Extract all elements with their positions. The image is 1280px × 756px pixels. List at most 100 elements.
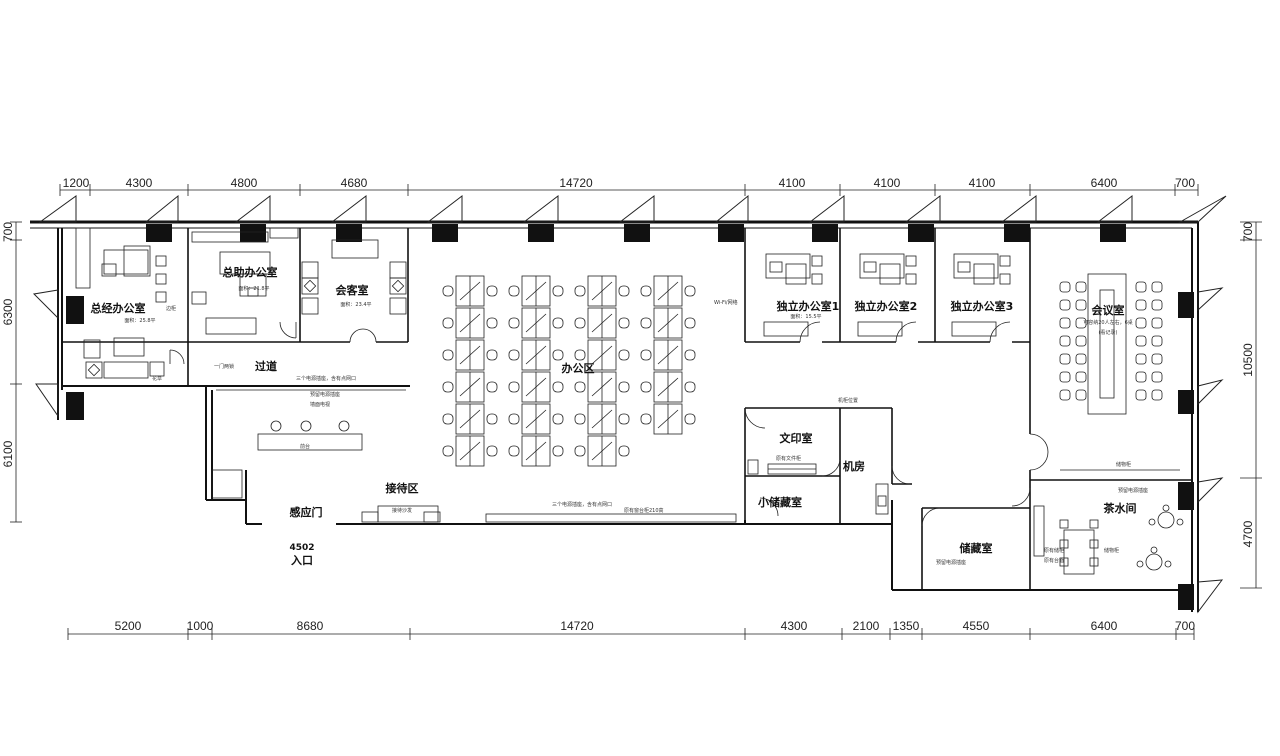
- server-rack: [875, 483, 889, 515]
- workstation-chair: [618, 285, 630, 297]
- workstation-chair: [684, 413, 696, 425]
- meeting-chair: [1135, 299, 1147, 311]
- top-dim-1: 1200: [63, 176, 90, 190]
- right-dimension-line: 700 10500 4700: [1240, 221, 1262, 589]
- private-office-furniture: [763, 253, 1011, 337]
- top-dim-7: 4100: [874, 176, 901, 190]
- note-side-cabinet: 边柜: [166, 305, 176, 312]
- workstation-chair: [442, 317, 454, 329]
- meeting-chair: [1135, 389, 1147, 401]
- note-bar: 前台: [300, 443, 310, 450]
- meeting-room-note-2: (看记录): [1099, 329, 1118, 336]
- interior-walls: [62, 228, 1192, 590]
- note-machine: 机柜位置: [838, 397, 858, 404]
- left-dimension-line: 700 6300 6100: [1, 221, 22, 523]
- workstation-chair: [574, 317, 586, 329]
- workstation-chair: [618, 445, 630, 457]
- meeting-chair: [1059, 353, 1071, 365]
- meeting-chair: [1059, 317, 1071, 329]
- workstation-chair: [640, 349, 652, 361]
- note-tea-1: 原有储柜: [1044, 547, 1064, 554]
- workstation-chair: [574, 445, 586, 457]
- meeting-chair: [1059, 281, 1071, 293]
- workstation-chair: [508, 349, 520, 361]
- bottom-dim-8: 4550: [963, 619, 990, 633]
- workstation-chair: [552, 317, 564, 329]
- note-tea-sink: 原有台面: [1044, 557, 1064, 564]
- meeting-chair: [1075, 317, 1087, 329]
- meeting-table: [1059, 273, 1163, 415]
- note-tea-3: 储物柜: [1116, 461, 1131, 468]
- top-dim-9: 6400: [1091, 176, 1118, 190]
- bottom-dim-3: 8680: [297, 619, 324, 633]
- tea-room-label: 茶水间: [1103, 501, 1137, 515]
- note-wall-tv: 墙面电视: [310, 401, 330, 408]
- meeting-chair: [1059, 371, 1071, 383]
- workstation-chair: [640, 317, 652, 329]
- workstation-chair: [486, 413, 498, 425]
- note-window-desk: 原有窗台柜210高: [624, 507, 664, 514]
- room-labels: 总经办公室 面积：25.8平 总助办公室 面积：21.8平 会客室 面积：23.…: [91, 265, 1137, 567]
- note-plants: 花草: [152, 375, 162, 382]
- workstation-chair: [508, 445, 520, 457]
- workstation-chair: [552, 285, 564, 297]
- workstation-chair: [486, 445, 498, 457]
- top-dim-2: 4300: [126, 176, 153, 190]
- guest-room-label: 会客室: [336, 283, 369, 297]
- private-office-1-area: 面积：15.5平: [790, 313, 821, 320]
- top-dim-10: 700: [1175, 176, 1195, 190]
- right-dim-2: 10500: [1241, 343, 1255, 377]
- gm-office-area: 面积：25.8平: [124, 317, 155, 324]
- meeting-chair: [1059, 389, 1071, 401]
- print-room-furniture: [747, 459, 817, 475]
- meeting-chair: [1075, 281, 1087, 293]
- top-dim-3: 4800: [231, 176, 258, 190]
- workstation-chair: [442, 413, 454, 425]
- finance-office-label: 总助办公室: [223, 265, 278, 279]
- note-tea-2: 储物柜: [1104, 547, 1119, 554]
- guest-room-area: 面积：23.4平: [340, 301, 371, 308]
- workstation-chair: [574, 285, 586, 297]
- reception-label: 接待区: [386, 481, 419, 495]
- meeting-chair: [1075, 371, 1087, 383]
- workstation-chair: [684, 349, 696, 361]
- meeting-chair: [1151, 353, 1163, 365]
- left-dim-1: 700: [1, 222, 15, 242]
- right-dim-1: 700: [1241, 222, 1255, 242]
- top-dim-4: 4680: [341, 176, 368, 190]
- workstation-chair: [684, 317, 696, 329]
- finance-office-area: 面积：21.8平: [238, 285, 269, 292]
- note-file-cabinet: 原有文件柜: [776, 455, 801, 462]
- note-tea-power: Wi-Fi/网络: [714, 299, 738, 306]
- meeting-chair: [1075, 299, 1087, 311]
- meeting-chair: [1135, 335, 1147, 347]
- meeting-chair: [1151, 317, 1163, 329]
- workstation-chair: [552, 445, 564, 457]
- workstation-chair: [574, 349, 586, 361]
- workstation-chair: [640, 413, 652, 425]
- workstation-chair: [442, 285, 454, 297]
- tea-room-furniture: [1033, 469, 1184, 575]
- note-door: 一门两锁: [214, 363, 234, 370]
- entrance-number: 4502: [289, 543, 314, 553]
- meeting-chair: [1151, 371, 1163, 383]
- meeting-chair: [1075, 335, 1087, 347]
- workstation-chair: [486, 381, 498, 393]
- corridor-label: 过道: [255, 359, 277, 373]
- gm-office-furniture: [75, 227, 167, 379]
- meeting-chair: [1151, 281, 1163, 293]
- workstation-chair: [508, 285, 520, 297]
- side-windows: [32, 287, 1224, 614]
- note-tea-4: 预留电源插座: [1118, 487, 1148, 494]
- top-dim-5: 14720: [559, 176, 593, 190]
- bottom-dim-6: 2100: [853, 619, 880, 633]
- workstation-chair: [486, 349, 498, 361]
- bottom-dim-5: 4300: [781, 619, 808, 633]
- workstation-chair: [552, 349, 564, 361]
- note-three-power-2: 三个电源插座，含有点网口: [552, 501, 612, 508]
- workstation-chair: [640, 285, 652, 297]
- workstation-chair: [442, 381, 454, 393]
- private-office-1-label: 独立办公室1: [776, 299, 840, 313]
- workstation-chair: [486, 285, 498, 297]
